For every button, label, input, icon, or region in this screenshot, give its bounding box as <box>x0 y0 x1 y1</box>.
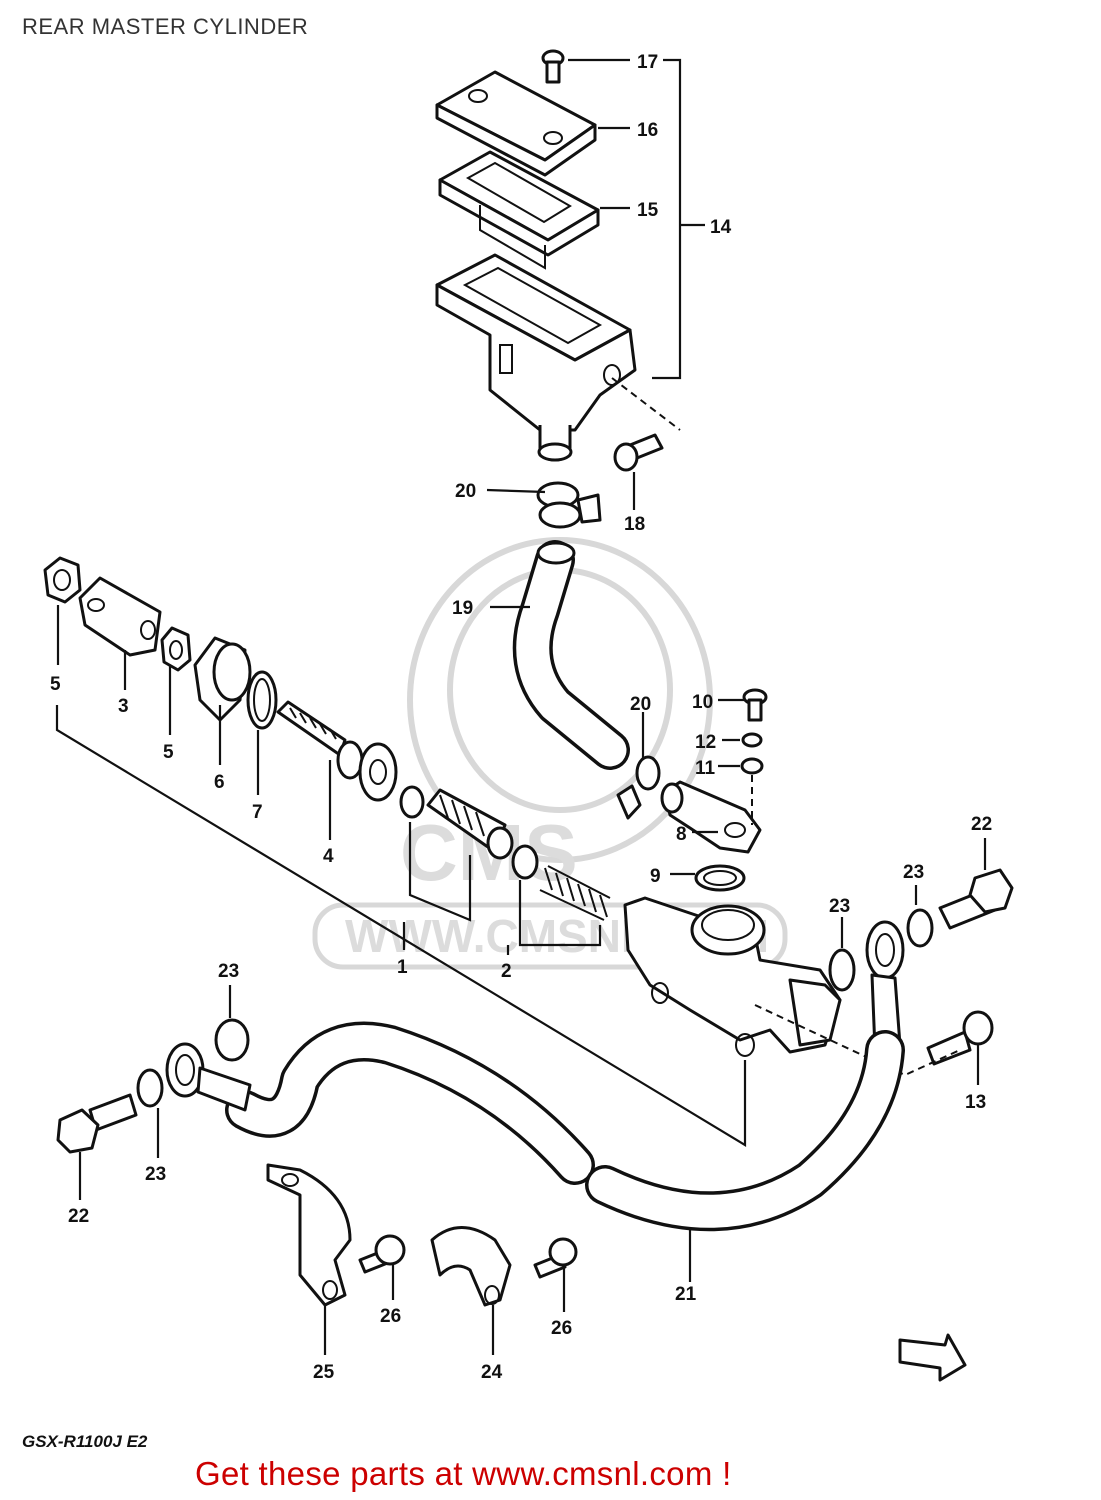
callout-22-left: 22 <box>68 1206 89 1227</box>
callout-7: 7 <box>252 802 263 823</box>
callout-5: 5 <box>163 742 174 763</box>
callout-26-right: 26 <box>551 1318 572 1339</box>
part-15-diaphragm <box>438 150 600 270</box>
callout-13: 13 <box>965 1092 986 1113</box>
callout-19: 19 <box>452 598 473 619</box>
part-4-push-rod <box>276 700 398 802</box>
callout-8: 8 <box>676 824 687 845</box>
leader-lines <box>55 58 987 1355</box>
callout-2: 2 <box>501 961 512 982</box>
callout-12: 12 <box>695 732 716 753</box>
callout-15: 15 <box>637 200 659 221</box>
callout-23-left-top: 23 <box>218 961 239 982</box>
callout-22-right: 22 <box>971 814 992 835</box>
callout-23-mid: 23 <box>829 896 850 917</box>
part-23-washer-d <box>136 1068 164 1108</box>
callout-23-right: 23 <box>903 862 924 883</box>
callout-25: 25 <box>313 1362 335 1383</box>
lower-hoses <box>56 1018 905 1232</box>
callout-20-top: 20 <box>455 481 476 502</box>
callout-16: 16 <box>637 120 658 141</box>
part-17-screw <box>541 49 565 84</box>
callout-3: 3 <box>118 696 129 717</box>
callout-5-left: 5 <box>50 674 61 695</box>
part-25-bracket <box>266 1163 352 1307</box>
part-22-union-bolt-2 <box>56 1093 138 1154</box>
part-23-washer-c <box>214 1018 250 1062</box>
part-6-boot <box>193 636 252 722</box>
part-10-screw <box>742 688 768 722</box>
part-18-bolt <box>613 433 664 472</box>
part-5-nut-2 <box>160 626 192 672</box>
page-title: REAR MASTER CYLINDER <box>22 14 309 39</box>
part-3-clevis <box>78 576 162 657</box>
parts-link-banner[interactable]: Get these parts at www.cmsnl.com ! <box>195 1455 732 1492</box>
part-left-banjo <box>165 1042 252 1112</box>
model-code: GSX-R1100J E2 <box>22 1432 148 1451</box>
part-9-o-ring <box>694 864 746 892</box>
part-2-spring-kit <box>511 844 611 921</box>
part-23-washer-b <box>906 908 934 948</box>
part-16-cap <box>435 70 597 177</box>
part-26-bolt <box>358 1234 406 1274</box>
part-23-washer-a <box>828 948 856 992</box>
master-cylinder-row <box>43 556 842 1057</box>
callout-9: 9 <box>650 866 661 887</box>
reservoir-body <box>435 253 637 462</box>
part-11-seal <box>740 757 764 775</box>
callout-1: 1 <box>397 957 408 978</box>
callout-labels: 17 16 15 14 18 20 19 5 3 5 6 7 4 1 2 20 … <box>50 52 992 1383</box>
callout-17: 17 <box>637 52 658 73</box>
callout-10: 10 <box>692 692 713 713</box>
part-26-bolt-2 <box>533 1237 578 1279</box>
callout-21: 21 <box>675 1284 697 1305</box>
reservoir-assembly <box>435 49 681 529</box>
part-8-union <box>660 780 762 854</box>
callout-18: 18 <box>624 514 645 535</box>
part-1-piston-kit <box>399 785 514 860</box>
callout-14: 14 <box>710 217 732 238</box>
front-direction-arrow <box>898 1333 967 1382</box>
callout-6: 6 <box>214 772 225 793</box>
callout-26-left: 26 <box>380 1306 401 1327</box>
outlet-fittings <box>754 868 1014 1077</box>
part-19-reservoir-hose <box>512 540 630 770</box>
part-5-nut <box>43 556 82 604</box>
part-24-clamp <box>430 1226 512 1307</box>
part-13-bolt <box>926 1010 994 1066</box>
part-7-circlip <box>246 670 278 730</box>
cylinder-body <box>623 896 842 1057</box>
callout-24: 24 <box>481 1362 503 1383</box>
part-12-washer <box>741 732 763 748</box>
callout-4: 4 <box>323 846 334 867</box>
callout-11: 11 <box>695 758 716 779</box>
part-20-hose-clamp-2 <box>616 755 661 820</box>
part-20-hose-clamp <box>536 481 602 529</box>
part-22-union-bolt <box>938 868 1014 930</box>
callout-23-left: 23 <box>145 1164 166 1185</box>
callout-20: 20 <box>630 694 651 715</box>
